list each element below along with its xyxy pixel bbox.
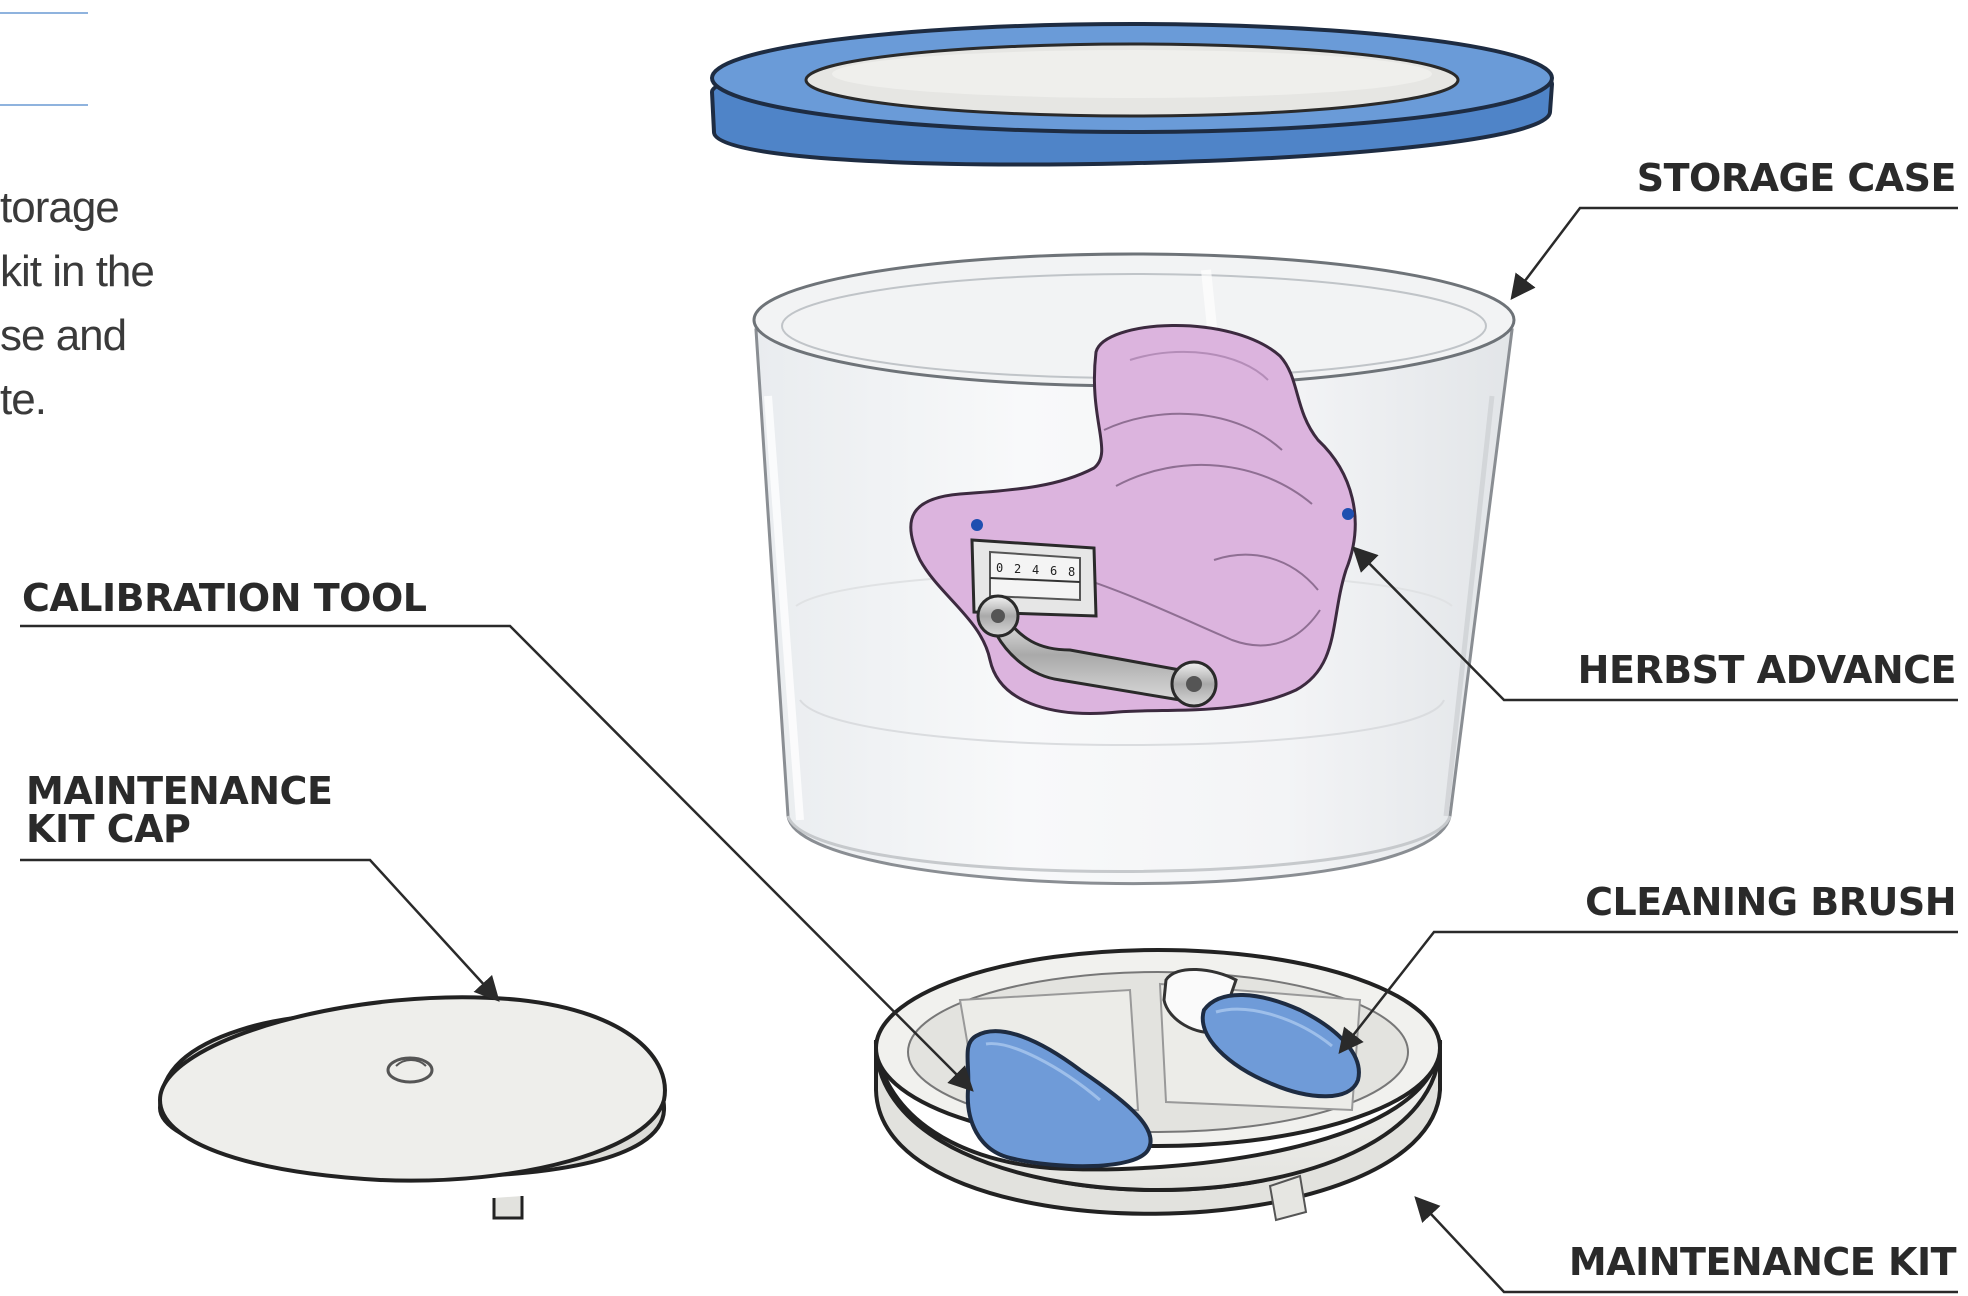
scale-digit-0: 0 bbox=[996, 561, 1003, 575]
storage-case-leader bbox=[1512, 208, 1958, 298]
label-maintenance-kit-cap-line-1: MAINTENANCE bbox=[26, 772, 332, 810]
maintenance-kit-cap bbox=[160, 997, 665, 1218]
label-cleaning-brush: CLEANING BRUSH bbox=[1585, 882, 1956, 922]
label-maintenance-kit: MAINTENANCE KIT bbox=[1569, 1242, 1956, 1282]
label-maintenance-kit-cap: MAINTENANCE KIT CAP bbox=[26, 772, 332, 848]
label-calibration-tool: CALIBRATION TOOL bbox=[22, 578, 426, 618]
storage-case-lid bbox=[712, 24, 1552, 164]
scale-digit-6: 6 bbox=[1050, 564, 1057, 578]
label-storage-case: STORAGE CASE bbox=[1637, 158, 1956, 198]
label-maintenance-kit-cap-line-2: KIT CAP bbox=[26, 810, 332, 848]
maintenance-kit-cap-leader bbox=[20, 860, 498, 1000]
scale-digit-8: 8 bbox=[1068, 565, 1075, 579]
scale-digit-2: 2 bbox=[1014, 562, 1021, 576]
label-herbst-advance: HERBST ADVANCE bbox=[1578, 650, 1956, 690]
scale-digit-4: 4 bbox=[1032, 563, 1039, 577]
